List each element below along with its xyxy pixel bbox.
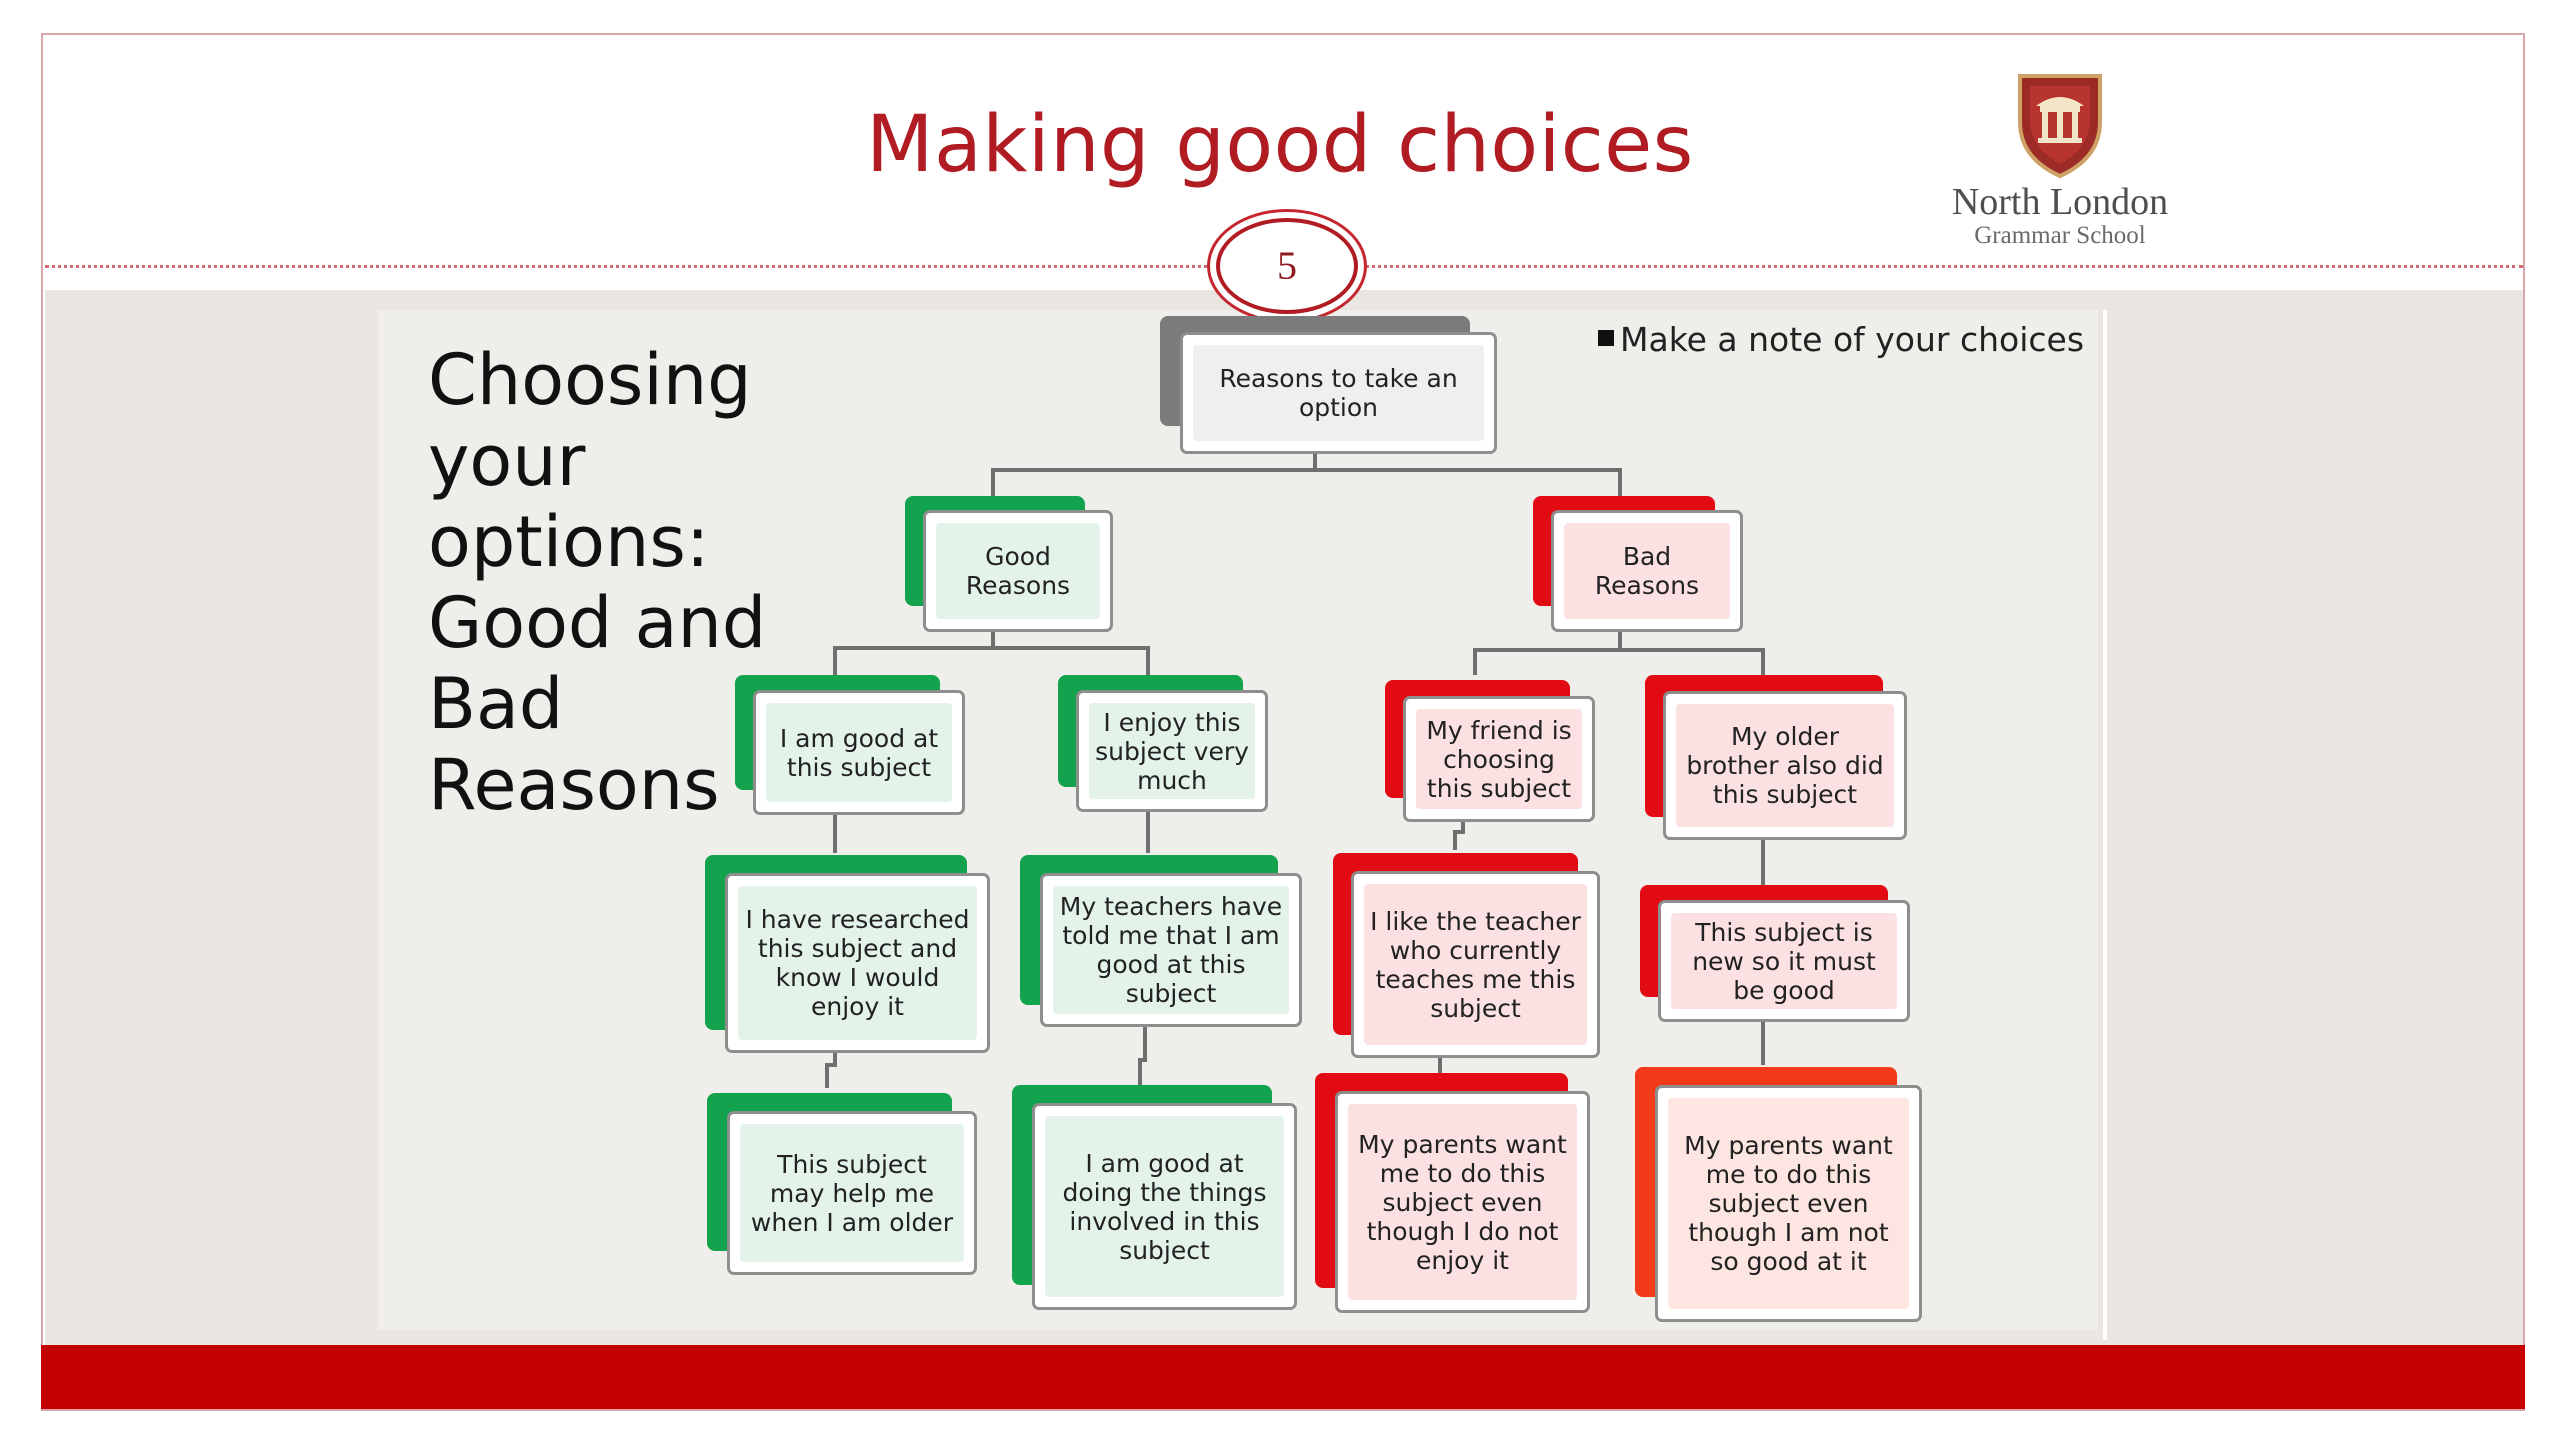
connector-root-bad xyxy=(1315,468,1622,498)
node-good-6: I am good at doing the things involved i… xyxy=(1012,1085,1297,1310)
node-good-1: I am good at this subject xyxy=(735,675,965,815)
node-bad-3: I like the teacher who currently teaches… xyxy=(1333,853,1600,1058)
node-good-4-text: My teachers have told me that I am good … xyxy=(1053,886,1289,1014)
slide-heading-text: Choosing your options: Good and Bad Reas… xyxy=(428,339,767,826)
node-bad-4: This subject is new so it must be good xyxy=(1640,885,1910,1022)
node-good-6-text: I am good at doing the things involved i… xyxy=(1045,1116,1284,1297)
node-good-5-text: This subject may help me when I am older xyxy=(740,1124,964,1262)
node-bad-3-text: I like the teacher who currently teaches… xyxy=(1364,884,1587,1045)
node-good-3: I have researched this subject and know … xyxy=(705,855,990,1053)
school-logo: North London Grammar School xyxy=(1920,62,2200,252)
slide-frame xyxy=(41,33,2525,1411)
node-bad-5-text: My parents want me to do this subject ev… xyxy=(1348,1104,1577,1300)
node-root: Reasons to take an option xyxy=(1160,316,1497,454)
connector-good-right xyxy=(993,646,1150,675)
connector-good-a-2 xyxy=(825,1045,837,1088)
node-bad-6: My parents want me to do this subject ev… xyxy=(1635,1067,1922,1322)
node-good-1-text: I am good at this subject xyxy=(766,703,952,802)
node-bad-1-text: My friend is choosing this subject xyxy=(1416,709,1582,809)
node-good-4: My teachers have told me that I am good … xyxy=(1020,855,1302,1027)
page-number-badge: 5 xyxy=(1216,218,1358,314)
instruction-note: Make a note of your choices xyxy=(1598,320,2084,359)
bullet-square-icon xyxy=(1598,329,1614,346)
page-title: Making good choices xyxy=(866,100,1694,190)
node-good-2: I enjoy this subject very much xyxy=(1058,675,1268,812)
slide-heading: Choosing your options: Good and Bad Reas… xyxy=(428,340,768,826)
logo-text-north-london: North London xyxy=(1951,181,2169,223)
node-good-3-text: I have researched this subject and know … xyxy=(738,886,977,1040)
connector-good-split xyxy=(833,625,995,675)
node-bad-2-text: My older brother also did this subject xyxy=(1676,704,1894,827)
node-root-text: Reasons to take an option xyxy=(1193,345,1484,441)
instruction-note-text: Make a note of your choices xyxy=(1620,320,2085,359)
connector-bad-a-1 xyxy=(1453,815,1465,850)
connector-good-b-2 xyxy=(1138,1023,1147,1085)
node-bad-4-text: This subject is new so it must be good xyxy=(1671,913,1897,1009)
node-bad-5: My parents want me to do this subject ev… xyxy=(1315,1073,1590,1313)
node-bad-2: My older brother also did this subject xyxy=(1645,675,1907,840)
node-bad-reasons: Bad Reasons xyxy=(1533,496,1743,632)
node-bad-6-text: My parents want me to do this subject ev… xyxy=(1668,1098,1909,1309)
slide-edge xyxy=(2103,310,2107,1340)
bottom-bar xyxy=(41,1345,2525,1409)
node-good-reasons: Good Reasons xyxy=(905,496,1113,632)
node-bad-reasons-text: Bad Reasons xyxy=(1564,523,1730,619)
connector-root-good xyxy=(991,450,1317,498)
node-bad-1: My friend is choosing this subject xyxy=(1385,680,1595,822)
node-good-5: This subject may help me when I am older xyxy=(707,1093,977,1275)
connector-bad-split xyxy=(1473,625,1622,675)
connector-bad-right xyxy=(1620,648,1765,675)
node-good-reasons-text: Good Reasons xyxy=(936,523,1100,619)
node-good-2-text: I enjoy this subject very much xyxy=(1089,703,1255,799)
crest-icon xyxy=(2018,74,2102,179)
logo-text-grammar-school: Grammar School xyxy=(1974,222,2146,249)
